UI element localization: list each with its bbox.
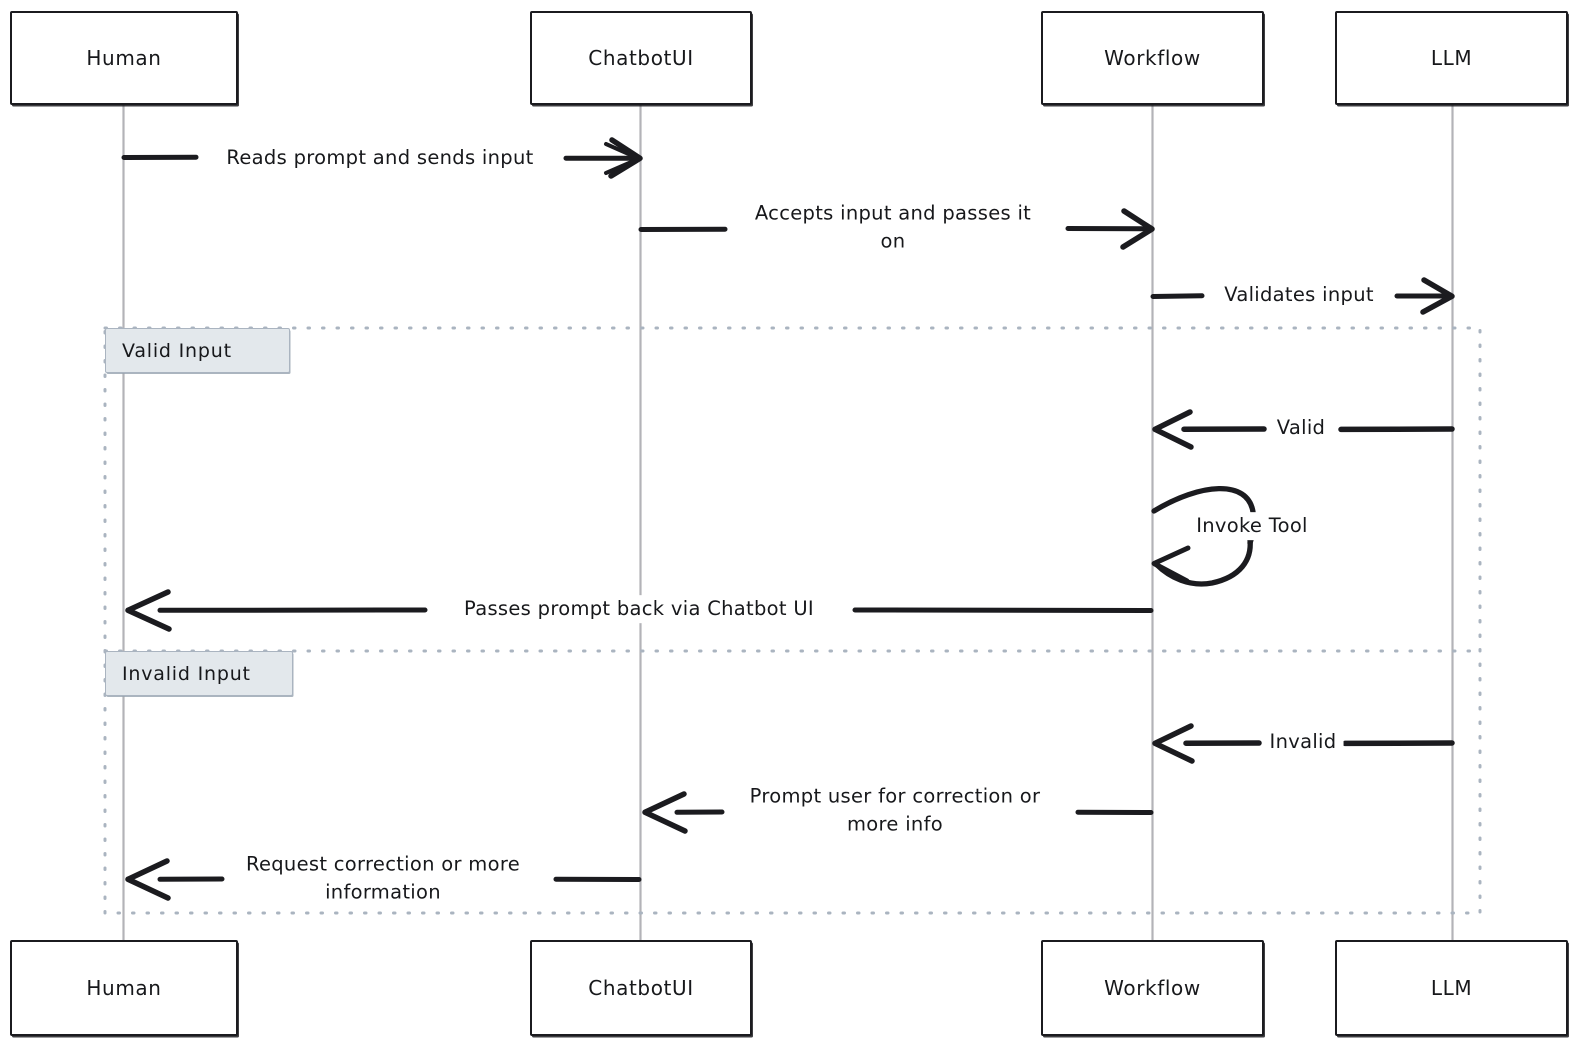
- arrow-invalid: [1152, 723, 1455, 764]
- participant-box-chatbotui-bottom[interactable]: ChatbotUI: [530, 940, 752, 1036]
- arrow-prompt-user-for-correction-or-more-info: [642, 791, 1154, 834]
- message-arrows: [121, 137, 1455, 901]
- participant-label-human-bottom: Human: [86, 976, 162, 1000]
- participant-box-workflow-bottom[interactable]: Workflow: [1041, 940, 1264, 1036]
- arrow-reads-prompt-and-sends-input: [121, 137, 643, 179]
- participant-box-human-top[interactable]: Human: [10, 11, 238, 105]
- arrow-validates-input: [1150, 277, 1455, 315]
- participant-label-human-top: Human: [86, 46, 162, 70]
- participant-box-human-bottom[interactable]: Human: [10, 940, 238, 1036]
- participant-box-llm-top[interactable]: LLM: [1335, 11, 1568, 105]
- fragment-label-invalid-input[interactable]: Invalid Input: [105, 651, 293, 696]
- participant-label-workflow-top: Workflow: [1104, 46, 1201, 70]
- arrow-valid: [1152, 409, 1455, 450]
- participant-label-llm-top: LLM: [1430, 46, 1473, 70]
- fragment-label-valid-input[interactable]: Valid Input: [105, 328, 290, 373]
- arrow-accepts-input-and-passes-it-on: [638, 208, 1155, 250]
- participant-label-chatbotui-bottom: ChatbotUI: [588, 976, 694, 1000]
- lifelines: [122, 105, 1454, 941]
- participant-box-chatbotui-top[interactable]: ChatbotUI: [530, 11, 752, 105]
- fragment-frames: [103, 326, 1482, 915]
- arrow-passes-prompt-back-via-chatbot-ui: [125, 589, 1154, 632]
- arrow-request-correction-or-more-information: [125, 858, 642, 901]
- participant-box-llm-bottom[interactable]: LLM: [1335, 940, 1568, 1036]
- fragment-label-invalid-input-text: Invalid Input: [122, 662, 251, 685]
- participant-label-chatbotui-top: ChatbotUI: [588, 46, 694, 70]
- participant-box-workflow-top[interactable]: Workflow: [1041, 11, 1264, 105]
- fragment-label-valid-input-text: Valid Input: [122, 339, 232, 362]
- participant-label-llm-bottom: LLM: [1430, 976, 1473, 1000]
- fragment-box-valid-input: [103, 326, 1482, 915]
- participant-label-workflow-bottom: Workflow: [1104, 976, 1201, 1000]
- arrow-invoke-tool-self-loop: [1151, 485, 1257, 587]
